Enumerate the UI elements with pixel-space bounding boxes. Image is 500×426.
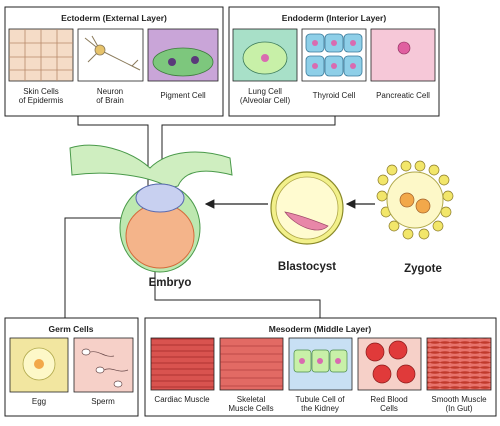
lung-cell-nucleus xyxy=(261,54,269,62)
egg-label: Egg xyxy=(32,397,46,406)
neuron-dendrites xyxy=(84,35,141,71)
blastocyst-illustration: Blastocyst xyxy=(270,171,344,273)
blastocyst-label: Blastocyst xyxy=(278,261,336,273)
kidney-tubule-nuclei xyxy=(299,358,341,364)
ectoderm-box: Ectoderm (External Layer) Skin Cells of … xyxy=(4,6,224,117)
red-blood-cells xyxy=(365,340,416,384)
thyroid-nuclei xyxy=(312,40,356,69)
pancreatic-cell-illustration xyxy=(370,28,436,82)
pigment-cell-body xyxy=(152,47,214,77)
connector-germ-cells xyxy=(64,217,148,318)
germ-cells-box: Germ Cells Egg Sperm xyxy=(4,317,139,417)
cardiac-muscle-label: Cardiac Muscle xyxy=(154,395,210,404)
lung-cell-label-2: (Alveolar Cell) xyxy=(240,96,291,105)
endoderm-box: Endoderm (Interior Layer) Lung Cell (Alv… xyxy=(228,6,440,117)
neuron-body xyxy=(94,44,106,56)
neuron-label-2: of Brain xyxy=(96,96,124,105)
embryo-amnion xyxy=(135,183,185,213)
blastocyst-cavity xyxy=(275,176,339,240)
smooth-muscle-label-2: (In Gut) xyxy=(445,404,472,413)
endoderm-title: Endoderm (Interior Layer) xyxy=(282,13,387,23)
skeletal-muscle-illustration xyxy=(219,337,284,391)
zygote-illustration: Zygote xyxy=(376,160,454,275)
ectoderm-title: Ectoderm (External Layer) xyxy=(61,13,167,23)
sperm-illustration xyxy=(73,337,134,393)
lung-cell-label-1: Lung Cell xyxy=(248,87,282,96)
egg-nucleus xyxy=(34,359,44,369)
skin-cells-label-1: Skin Cells xyxy=(23,87,59,96)
mesoderm-title: Mesoderm (Middle Layer) xyxy=(269,324,372,334)
pancreatic-cell-label: Pancreatic Cell xyxy=(376,91,430,100)
zygote-cell xyxy=(386,171,444,229)
embryo-mesoderm-sac xyxy=(125,203,195,269)
blastocyst-inner-mass xyxy=(284,211,329,231)
zygote-pronucleus-1 xyxy=(399,192,415,208)
skeletal-muscle-label-2: Muscle Cells xyxy=(228,404,273,413)
skin-cells-grid xyxy=(9,29,73,81)
cardiac-muscle-illustration xyxy=(150,337,215,391)
embryo-outer-layer xyxy=(69,144,233,189)
red-blood-cells-label-2: Cells xyxy=(380,404,398,413)
red-blood-cells-illustration xyxy=(357,337,422,391)
kidney-tubule-label-2: the Kidney xyxy=(301,404,339,413)
pancreatic-cell-nucleus xyxy=(397,41,411,55)
zygote-pronucleus-2 xyxy=(415,198,431,214)
neuron-label-1: Neuron xyxy=(97,87,123,96)
pigment-cell-label: Pigment Cell xyxy=(160,91,206,100)
smooth-muscle-label-1: Smooth Muscle xyxy=(431,395,487,404)
skeletal-striations xyxy=(220,345,283,387)
kidney-tubule-label-1: Tubule Cell of xyxy=(295,395,345,404)
skeletal-muscle-label-1: Skeletal xyxy=(237,395,266,404)
smooth-muscle-illustration xyxy=(426,337,492,391)
skin-cells-label-2: of Epidermis xyxy=(19,96,63,105)
pigment-nucleus-2 xyxy=(191,56,199,64)
red-blood-cells-label-1: Red Blood xyxy=(370,395,407,404)
sperm-label: Sperm xyxy=(91,397,115,406)
pigment-nucleus-1 xyxy=(168,58,176,66)
embryo-illustration: Embryo xyxy=(69,144,233,289)
germ-cells-title: Germ Cells xyxy=(49,324,94,334)
mesoderm-box: Mesoderm (Middle Layer) Cardiac Muscle S… xyxy=(144,317,497,417)
zygote-label: Zygote xyxy=(404,263,442,275)
thyroid-cell-label: Thyroid Cell xyxy=(313,91,356,100)
sperm-tails xyxy=(89,351,129,372)
embryo-label: Embryo xyxy=(149,277,192,289)
